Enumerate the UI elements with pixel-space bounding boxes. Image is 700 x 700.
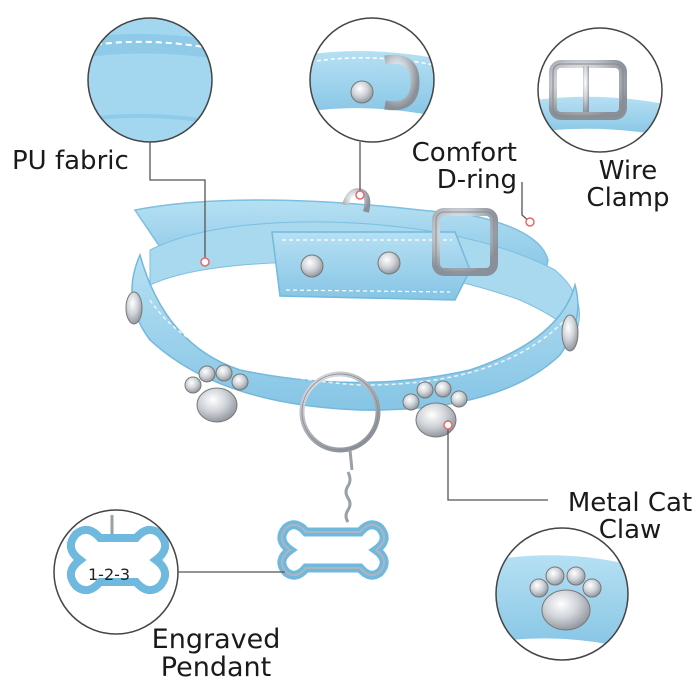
paw-stud-right	[402, 380, 468, 438]
zoom-d-ring	[309, 17, 435, 143]
label-comfort-d-ring: Comfort D-ring	[405, 138, 517, 196]
collar	[125, 188, 580, 411]
label-wire-clamp-line1: Wire	[598, 156, 658, 186]
zoom-wire-clamp	[537, 27, 663, 153]
label-comfort-d-ring-line1: Comfort	[411, 138, 517, 168]
label-wire-clamp: Wire Clamp	[583, 156, 673, 214]
label-metal-cat-claw-line2: Claw	[598, 515, 662, 546]
label-engraved-pendant: Engraved Pendant	[150, 624, 282, 684]
label-metal-cat-claw-line1: Metal Cat	[567, 488, 693, 518]
tag-engraving-text: 1-2-3	[88, 565, 131, 584]
label-comfort-d-ring-line2: D-ring	[436, 165, 517, 196]
zoom-engraved-tag	[53, 509, 179, 635]
zoom-pu-fabric	[87, 17, 213, 143]
label-engraved-pendant-line1: Engraved	[151, 624, 281, 655]
label-metal-cat-claw: Metal Cat Claw	[560, 488, 700, 546]
pendant	[277, 371, 389, 580]
label-engraved-pendant-line2: Pendant	[160, 652, 272, 684]
zoom-cat-claw	[495, 527, 629, 661]
paw-stud-left	[184, 364, 249, 423]
callout-dots	[200, 190, 535, 430]
label-wire-clamp-line2: Clamp	[586, 183, 670, 214]
label-pu-fabric: PU fabric	[12, 146, 129, 176]
